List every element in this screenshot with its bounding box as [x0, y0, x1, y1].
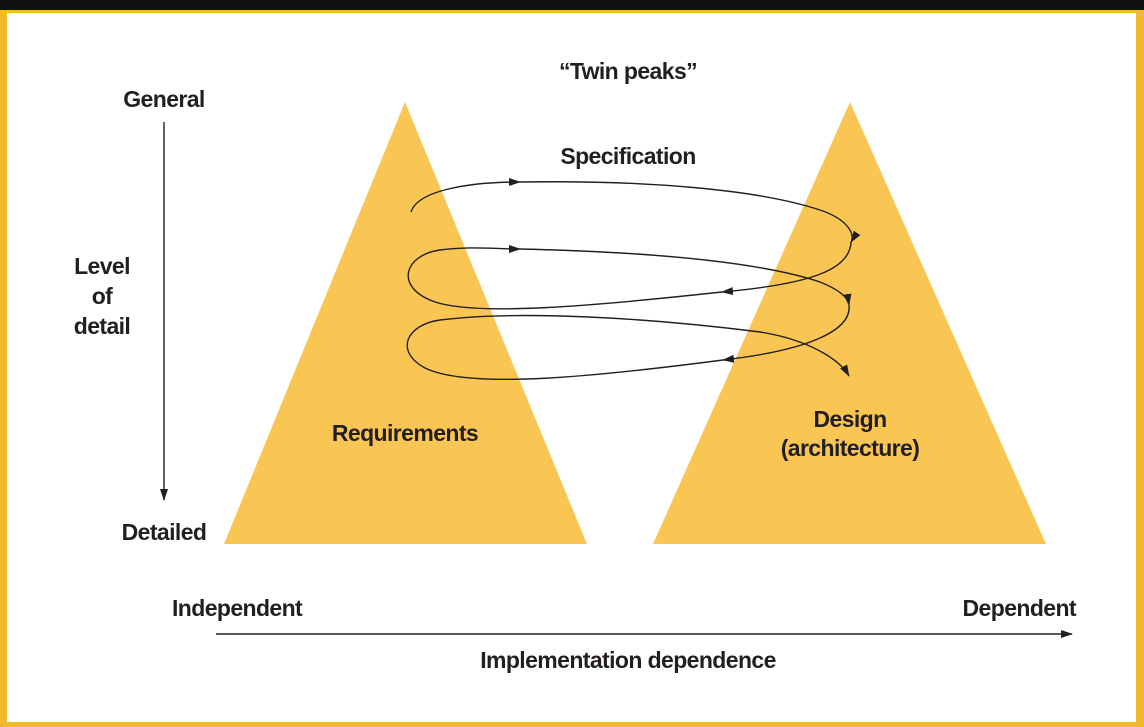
- requirements-label: Requirements: [332, 420, 478, 446]
- spiral-segment-3b: [406, 314, 850, 381]
- dependent-label: Dependent: [963, 595, 1077, 621]
- requirements-peak: [224, 102, 587, 544]
- of-label: of: [92, 283, 113, 309]
- spiral-segment-2a: [721, 241, 852, 295]
- implementation-dependence-label: Implementation dependence: [480, 647, 776, 673]
- detail-label: detail: [74, 313, 130, 339]
- spiral-segment-3a: [722, 304, 850, 363]
- general-label: General: [123, 86, 204, 112]
- specification-spiral: [406, 178, 861, 381]
- specification-label: Specification: [560, 143, 695, 169]
- level-label: Level: [74, 253, 130, 279]
- spiral-segment-1a: [410, 178, 521, 213]
- independent-label: Independent: [172, 595, 303, 621]
- diagram-title: “Twin peaks”: [559, 58, 697, 84]
- architecture-label: (architecture): [781, 435, 920, 461]
- spiral-segment-1b: [519, 181, 821, 211]
- spiral-segment-2b: [407, 244, 723, 310]
- detailed-label: Detailed: [122, 519, 207, 545]
- design-label: Design: [813, 406, 886, 432]
- spiral-segment-1c: [819, 209, 861, 243]
- spiral-segment-2c: [519, 248, 852, 306]
- design-peak: [653, 102, 1046, 544]
